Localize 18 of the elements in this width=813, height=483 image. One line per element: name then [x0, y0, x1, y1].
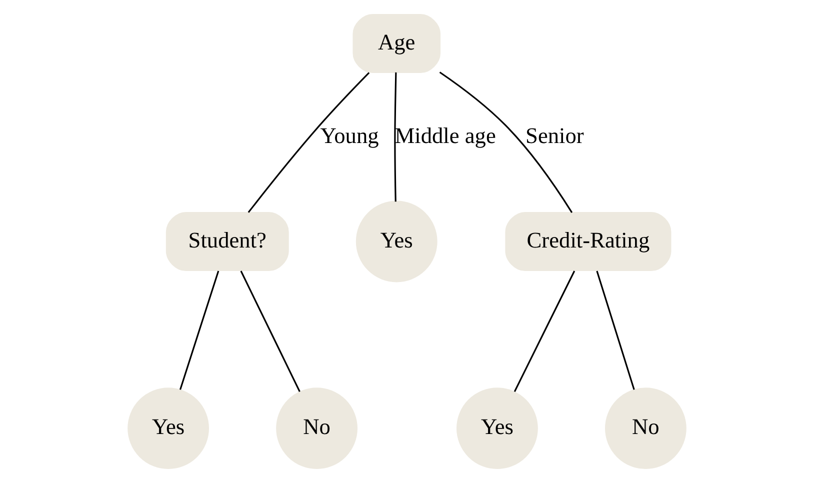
connector — [596, 270, 634, 390]
node-box: Credit-Rating — [504, 212, 671, 272]
connector — [394, 72, 396, 202]
connector — [438, 72, 572, 213]
connector — [178, 270, 219, 390]
connector — [247, 72, 370, 213]
connector — [513, 270, 575, 392]
node-circle: Yes — [355, 200, 437, 282]
node-circle: Yes — [127, 388, 209, 470]
connector — [240, 270, 300, 392]
node-box: Age — [352, 14, 440, 74]
node-circle: Yes — [456, 388, 538, 470]
edge-label: Middle age — [394, 122, 496, 148]
edge-label: Senior — [525, 122, 584, 148]
node-circle: No — [276, 388, 357, 470]
edge-label: Young — [320, 122, 378, 148]
node-circle: No — [604, 388, 686, 470]
node-box: Student? — [165, 212, 288, 272]
